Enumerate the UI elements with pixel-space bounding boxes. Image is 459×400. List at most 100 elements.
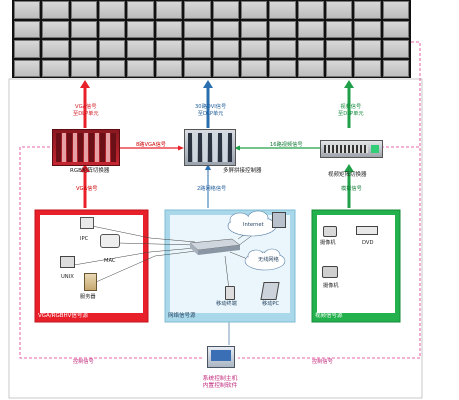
wall-screen: [325, 40, 353, 58]
wall-screen: [240, 40, 268, 58]
ipc-label: IPC: [80, 236, 89, 242]
camera-label-1: 摄像机: [320, 240, 336, 246]
control-line-left: [19, 146, 202, 359]
wall-screen: [99, 1, 126, 19]
wall-screen: [354, 40, 381, 58]
wall-screen: [14, 1, 41, 19]
wall-screen: [155, 40, 183, 58]
wall-screen: [269, 1, 296, 19]
vga-signal-label: VGA信号: [76, 186, 98, 192]
vga-wall-label: VGA信号至DLP单元: [73, 104, 99, 117]
wall-screen: [354, 59, 381, 77]
dvd-label: DVD: [362, 240, 374, 246]
control-line-right: [238, 41, 421, 359]
dvi-up-arrowhead: [203, 80, 213, 88]
wall-screen: [269, 20, 296, 38]
server-label: 服务器: [80, 294, 96, 300]
net-2-label: 2路网络信号: [197, 186, 227, 192]
network-switch: [189, 238, 241, 255]
video-source-title: 视频信号源: [315, 313, 343, 319]
network-source-title: 网络信号源: [168, 313, 196, 319]
wall-screen: [70, 20, 98, 38]
wall-screen: [70, 1, 98, 19]
wall-screen: [184, 59, 211, 77]
wall-screen: [42, 59, 69, 77]
wall-screen: [42, 40, 69, 58]
wall-screen: [212, 59, 239, 77]
mobile-icon: [225, 286, 235, 300]
wall-screen: [240, 1, 268, 19]
wall-screen: [184, 40, 211, 58]
mobile-label: 移动终端: [216, 301, 237, 307]
camera-icon-2: [322, 266, 338, 278]
wall-screen: [354, 1, 381, 19]
wall-screen: [70, 40, 98, 58]
wall-screen: [297, 59, 324, 77]
wall-screen: [99, 59, 126, 77]
wall-screen: [70, 59, 98, 77]
wall-screen: [382, 59, 409, 77]
wall-screen: [14, 59, 41, 77]
wall-screen: [240, 59, 268, 77]
unix-icon: [60, 256, 75, 268]
control-host-icon: [207, 346, 235, 368]
wireless-cloud: [244, 248, 286, 271]
wall-screen: [14, 40, 41, 58]
wall-screen: [297, 40, 324, 58]
camera-label-2: 摄像机: [323, 283, 339, 289]
wall-screen: [155, 1, 183, 19]
wall-screen: [42, 20, 69, 38]
vga-8-label: 8路VGA信号: [136, 142, 166, 148]
internet-cloud: [227, 210, 277, 237]
wall-screen: [382, 20, 409, 38]
wall-screen: [212, 20, 239, 38]
wireless-label: 无线网络: [258, 257, 279, 263]
wall-screen: [127, 40, 154, 58]
video-wall: [12, 0, 411, 78]
video-switcher-label: 视频矩阵切换器: [328, 172, 367, 178]
internet-label: Internet: [243, 222, 264, 228]
wall-screen: [99, 40, 126, 58]
host-label: 系统控制主机内置控制软件: [202, 376, 238, 389]
vga-up-arrowhead: [80, 80, 90, 88]
wall-screen: [127, 20, 154, 38]
wall-screen: [325, 1, 353, 19]
wall-screen: [297, 20, 324, 38]
wall-screen: [382, 1, 409, 19]
unix-label: UNIX: [61, 274, 74, 280]
multi-screen-controller: [184, 129, 236, 166]
wall-screen: [127, 1, 154, 19]
wall-screen: [269, 40, 296, 58]
dvi-wall-label: 30路DVI信号至DLP单元: [195, 104, 227, 117]
controller-label: 多屏拼接控制器: [223, 168, 262, 174]
wall-screen: [240, 20, 268, 38]
wall-screen: [325, 59, 353, 77]
laptop-label: 移动PC: [262, 301, 280, 307]
control-left-label: 控制信号: [73, 359, 94, 365]
video-matrix-switcher: [320, 140, 383, 158]
mac-icon: [100, 234, 120, 248]
vga-source-title: VGA/RGBHV信号源: [38, 313, 88, 319]
wall-screen: [212, 40, 239, 58]
wall-screen: [155, 59, 183, 77]
video-wall-label: 视频信号至DLP单元: [338, 104, 364, 117]
wall-screen: [269, 59, 296, 77]
wall-screen: [212, 1, 239, 19]
wall-screen: [42, 1, 69, 19]
video-16-label: 16路视频信号: [270, 142, 303, 148]
rgb-matrix-switcher: [52, 129, 120, 166]
wall-screen: [325, 20, 353, 38]
wall-screen: [14, 20, 41, 38]
mac-label: MAC: [104, 258, 116, 264]
wall-screen: [382, 40, 409, 58]
wall-screen: [127, 59, 154, 77]
diagram-frame: [8, 78, 423, 399]
wall-screen: [354, 20, 381, 38]
dvd-icon: [356, 226, 378, 235]
control-right-label: 控制信号: [312, 359, 333, 365]
vga-panel-inner: [40, 215, 143, 313]
server-rack-icon: [272, 212, 286, 228]
video-up-arrowhead: [344, 80, 354, 88]
